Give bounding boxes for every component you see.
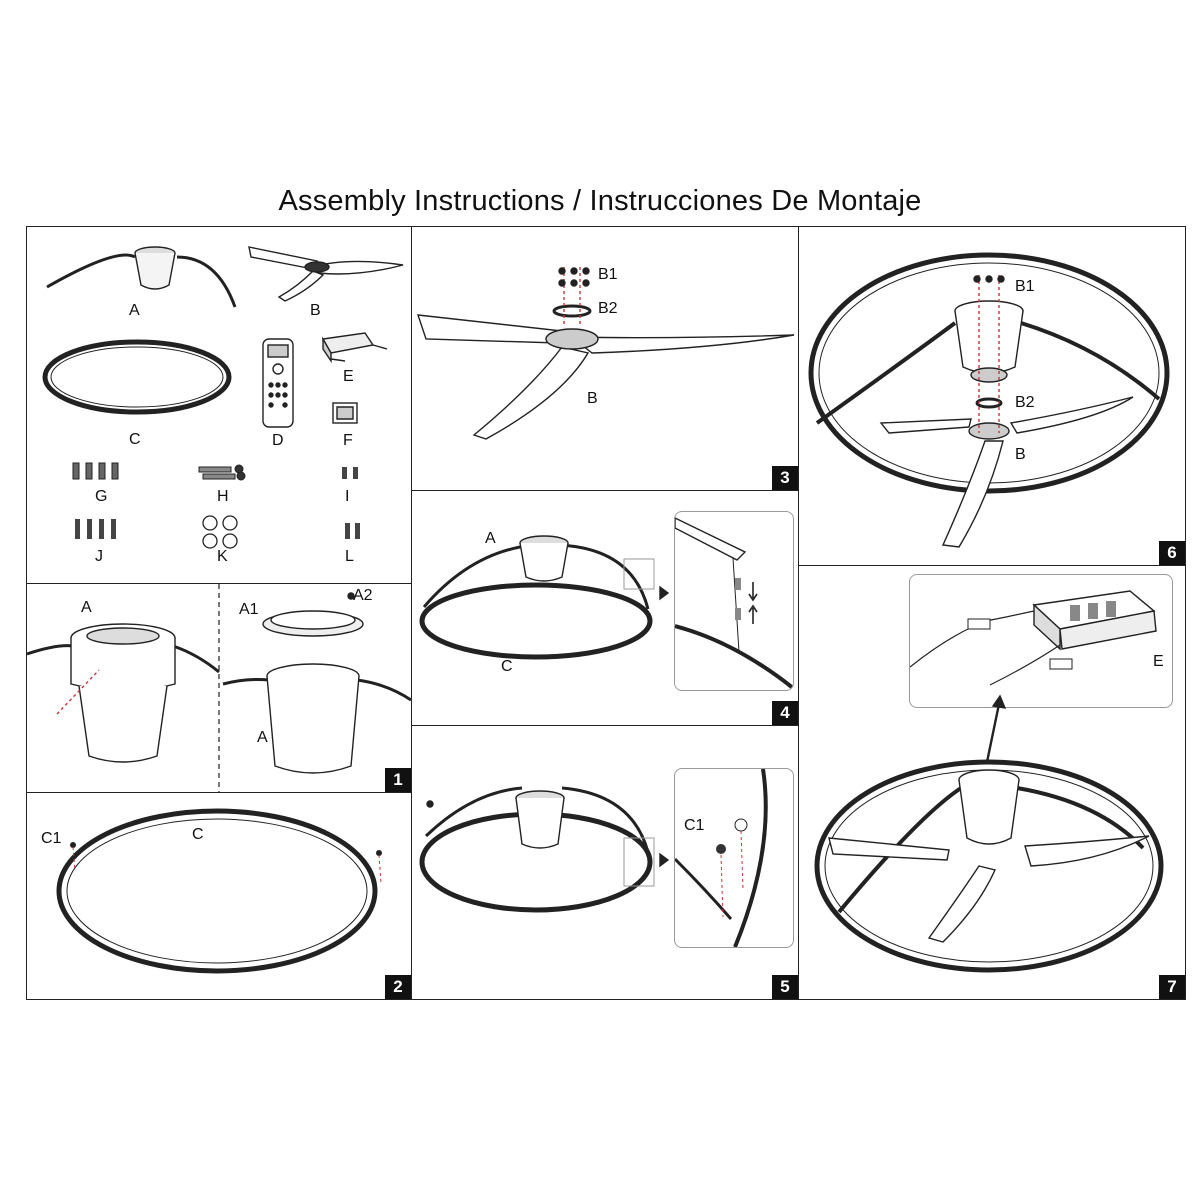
step-3-drawing [416,267,795,440]
step-6-badge: 6 [1159,541,1185,565]
step-2-drawing [56,808,382,974]
step-1-label-a-bottom: A [257,729,268,746]
part-g-anchors [72,462,119,480]
part-label-a: A [129,302,140,319]
step-2-badge: 2 [385,975,411,999]
parts-drawing [42,246,404,549]
part-label-f: F [343,432,353,449]
part-label-i: I [345,488,350,505]
step-6-label-b1: B1 [1015,278,1035,295]
step-6-drawing [808,252,1170,548]
step-5-inset [674,768,794,948]
step-1-label-a2: A2 [353,587,373,604]
part-label-c: C [129,431,141,448]
step-3-label-b: B [587,390,598,407]
step-4-inset [674,511,794,691]
step-4-label-a: A [485,530,496,547]
parts-panel: A B C D E F G H I J K L [26,226,412,584]
part-k-washers [202,515,238,549]
part-h-bolts [198,464,246,481]
step-7-inset [909,574,1173,708]
part-label-e: E [343,368,354,385]
step-7-label-e: E [1153,653,1164,670]
step-5-drawing [419,786,670,913]
step-7-badge: 7 [1159,975,1185,999]
part-d-remote [262,338,294,428]
part-label-g: G [95,488,108,505]
step-2-label-c: C [192,826,204,843]
step-7-drawing [814,694,1164,973]
part-a-canopy [46,246,237,308]
step-5-badge: 5 [772,975,798,999]
part-label-b: B [310,302,321,319]
part-c-ring [42,339,232,415]
step-1-badge: 1 [385,768,411,792]
part-label-j: J [95,548,103,565]
page-title: Assembly Instructions / Instrucciones De… [278,185,922,217]
step-1-drawing [27,584,412,794]
part-label-d: D [272,432,284,449]
step-5-label-c1: C1 [684,817,705,834]
part-label-k: K [217,548,228,565]
step-4-drawing [419,535,670,660]
part-e-receiver [321,332,388,364]
step-6-label-b2: B2 [1015,394,1035,411]
part-label-l: L [345,548,354,565]
step-1-label-a1: A1 [239,601,259,618]
step-4-badge: 4 [772,701,798,725]
step-6-label-b: B [1015,446,1026,463]
step-7-panel: E 7 [798,565,1186,1000]
step-2-label-c1: C1 [41,830,62,847]
step-2-panel: C1 C 2 [26,792,412,1000]
part-i-screws [342,467,358,479]
step-3-panel: B1 B2 B 3 [411,226,799,491]
step-4-label-c: C [501,658,513,675]
step-3-label-b1: B1 [598,266,618,283]
part-l-screws [345,523,360,539]
step-3-label-b2: B2 [598,300,618,317]
part-label-h: H [217,488,229,505]
step-6-panel: B1 B2 B 6 [798,226,1186,566]
step-3-badge: 3 [772,466,798,490]
part-j-screws [75,519,116,539]
part-f-bracket [332,402,358,424]
step-1-panel: A A1 A2 A 1 [26,583,412,794]
part-b-blades [248,246,404,302]
step-5-panel: C1 5 [411,725,799,1000]
step-1-label-a: A [81,599,92,616]
step-4-panel: A C 4 [411,490,799,726]
